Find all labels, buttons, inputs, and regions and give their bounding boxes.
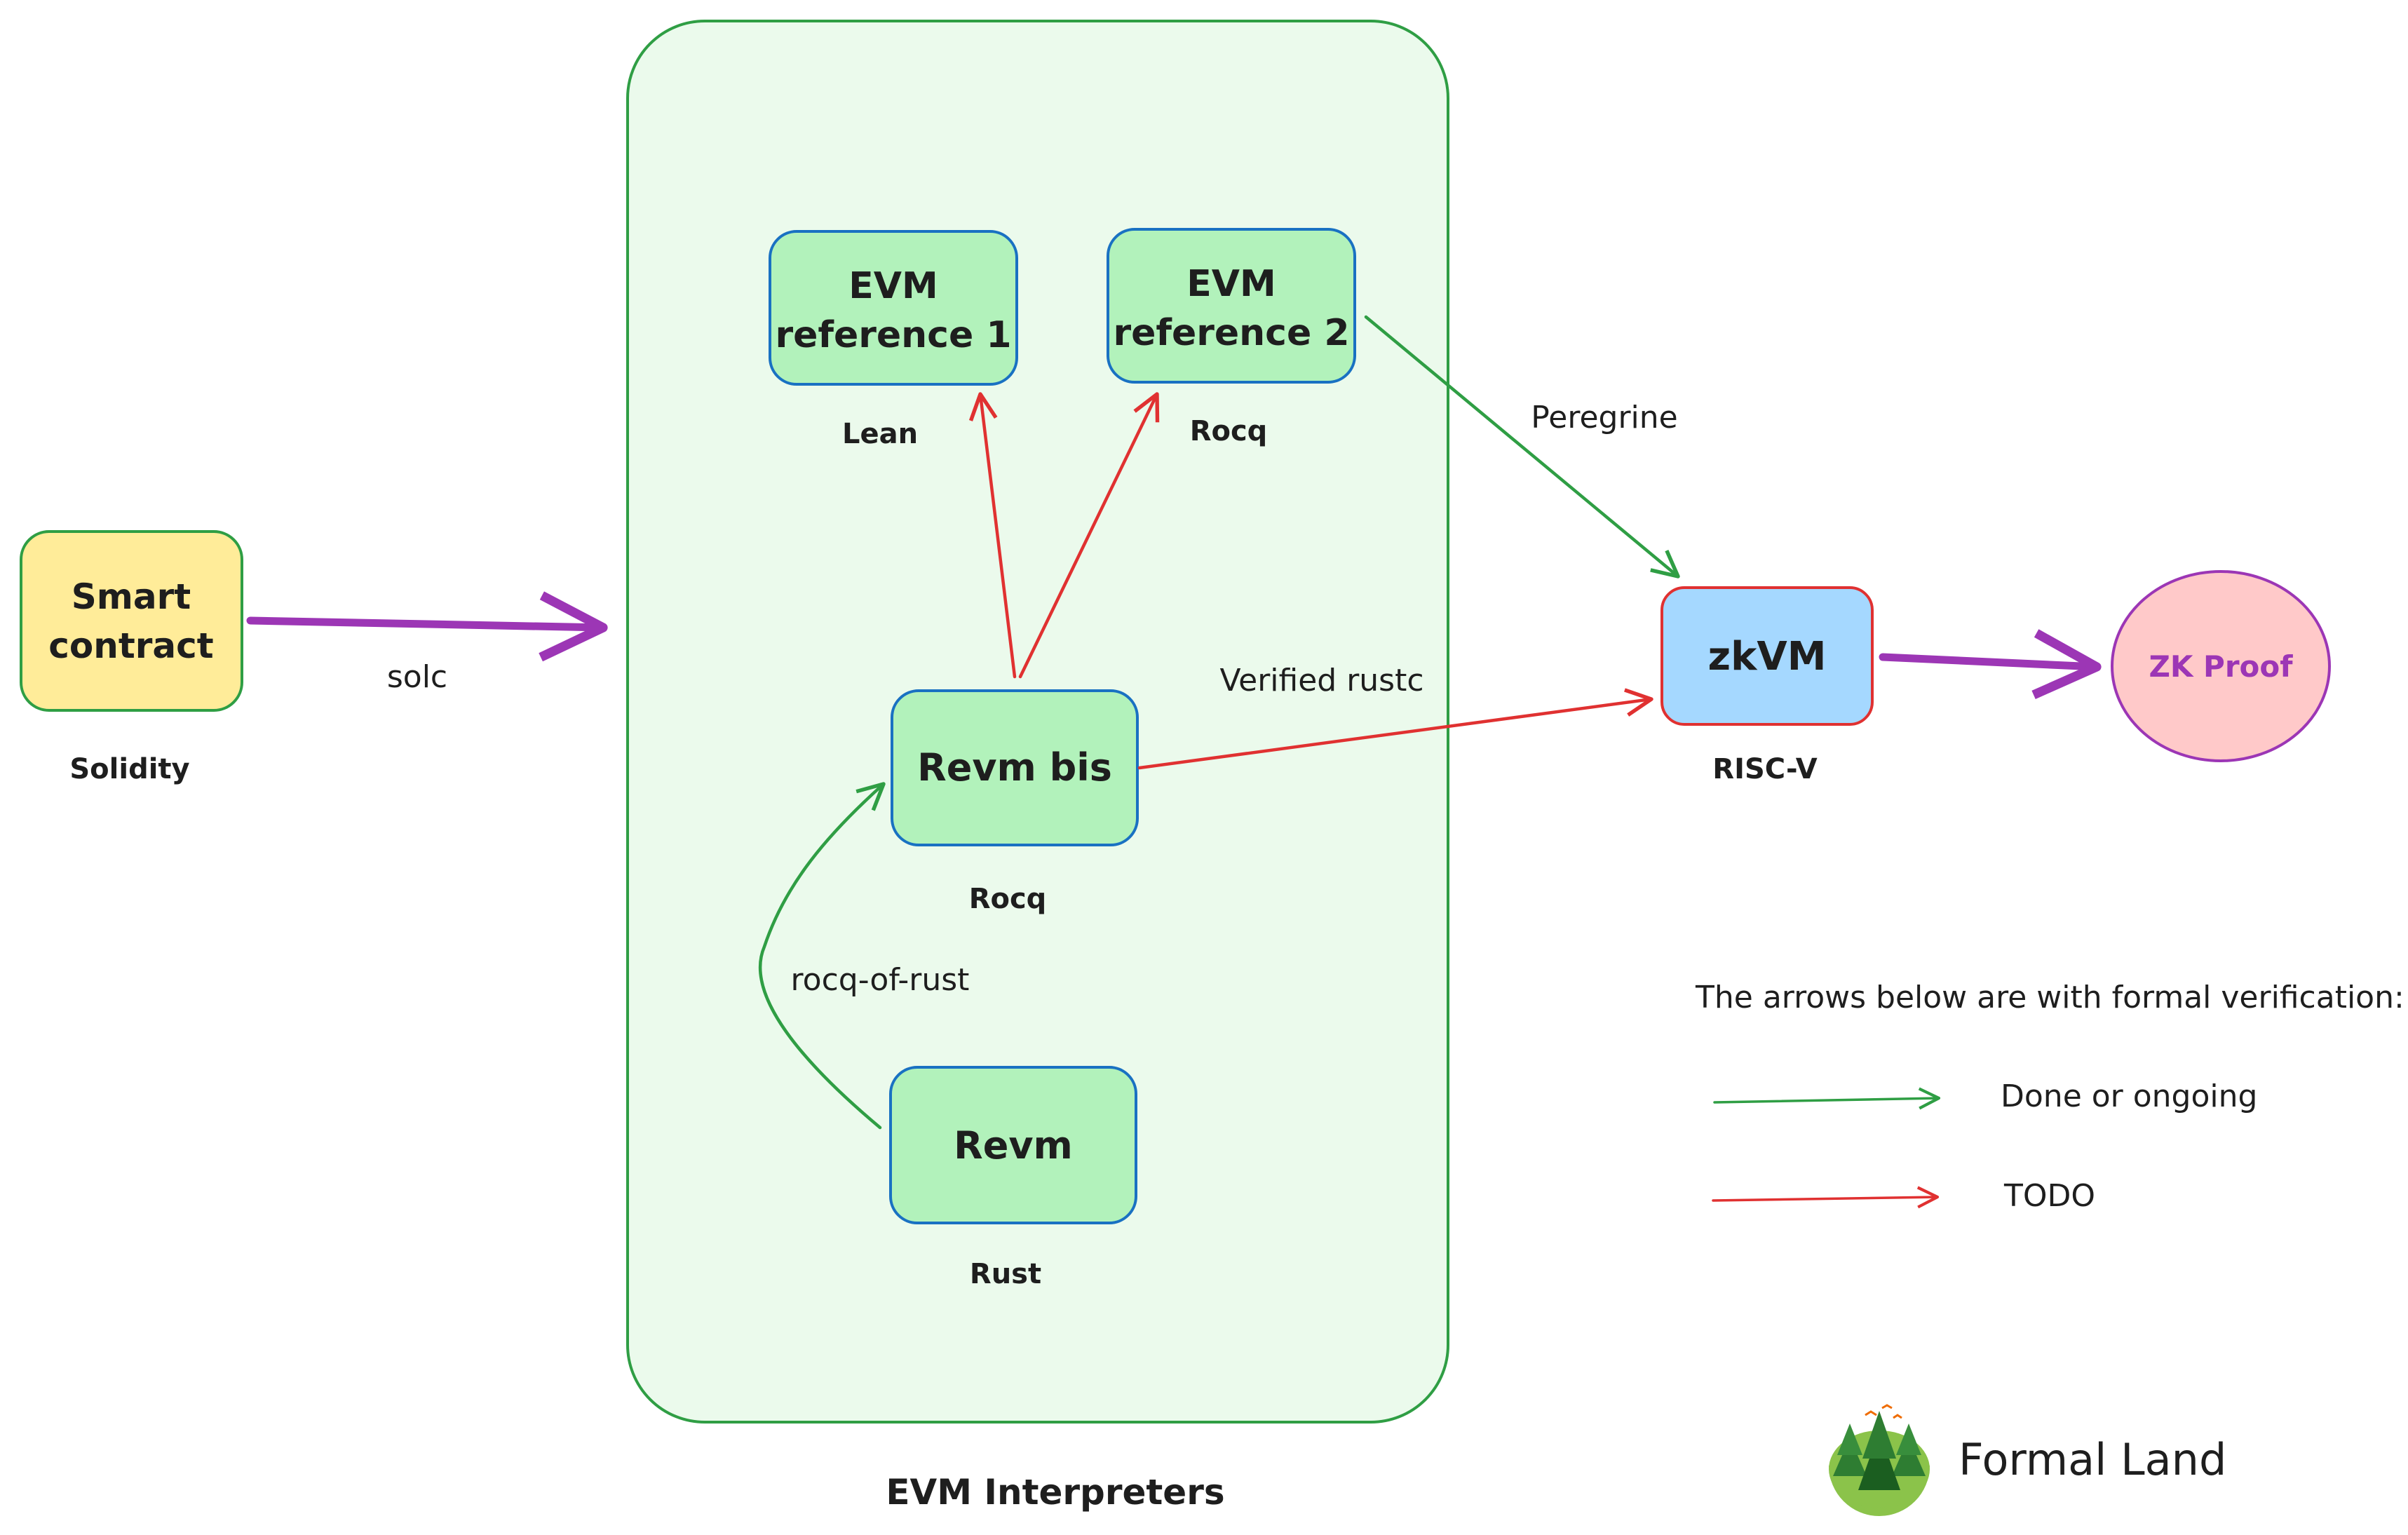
arrow-verified-rustc [1137,688,1653,770]
edge-label-peregrine: Peregrine [1531,400,1677,435]
smart-contract-line1: Smart [72,576,191,617]
evm-reference-2-line2: reference 2 [1113,312,1349,354]
evm-reference-1-line2: reference 1 [775,314,1011,356]
revm-bis-caption: Rocq [969,883,1047,915]
evm-reference-1-caption: Lean [842,418,918,450]
legend-done-label: Done or ongoing [2001,1078,2257,1114]
zkvm-label: zkVM [1708,634,1827,679]
zk-proof-label: ZK Proof [2149,649,2293,684]
brand-name: Formal Land [1959,1434,2226,1485]
evm-reference-2-node [1107,228,1356,384]
revm-node [889,1066,1137,1224]
arrow-rocq-of-rust [759,782,886,1130]
legend-red-arrow [1712,1186,1940,1209]
smart-contract-node [20,530,243,712]
arrow-solc [246,591,608,662]
smart-contract-line2: contract [48,626,213,666]
evm-reference-1-node [769,230,1018,386]
evm-reference-2-line1: EVM [1186,263,1276,305]
evm-reference-1-line1: EVM [848,265,938,307]
revm-caption: Rust [970,1258,1041,1290]
zkvm-node [1660,586,1874,726]
arrow-zkvm-to-proof [1879,629,2102,699]
arrow-revm-bis-to-ref1 [968,392,1017,679]
legend-heading: The arrows below are with formal verific… [1695,980,2404,1015]
group-title: EVM Interpreters [886,1472,1224,1513]
zk-proof-node [2111,570,2331,762]
edge-label-verified-rustc: Verified rustc [1219,663,1423,698]
revm-bis-label: Revm bis [917,745,1112,790]
edge-label-solc: solc [387,659,447,695]
legend-todo-label: TODO [2003,1178,2095,1214]
revm-bis-node [891,689,1139,846]
revm-label: Revm [954,1123,1073,1168]
legend-green-arrow [1713,1087,1941,1110]
arrow-revm-bis-to-ref2 [1018,392,1160,679]
smart-contract-caption: Solidity [69,753,189,785]
forest-logo-icon [1829,1404,1930,1516]
zkvm-caption: RISC-V [1712,753,1817,785]
edge-label-rocq-of-rust: rocq-of-rust [791,962,970,998]
evm-reference-2-caption: Rocq [1190,415,1268,447]
arrow-peregrine [1364,315,1680,579]
